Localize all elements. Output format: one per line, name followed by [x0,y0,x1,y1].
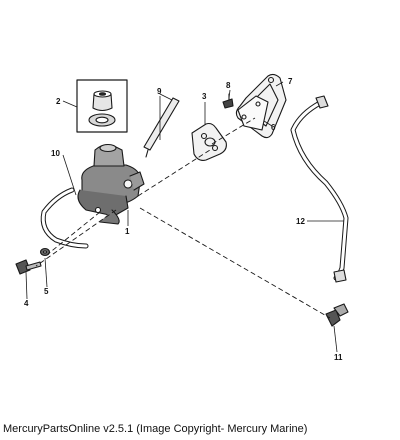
part-8-screw [222,93,234,109]
callout-12: 12 [296,217,305,226]
callout-3: 3 [202,92,207,101]
callout-6: 6 [271,123,276,132]
part-2-detail-box [76,79,128,133]
part-1-fuel-pump [77,143,145,225]
callout-8: 8 [226,81,231,90]
callout-10: 10 [51,149,60,158]
part-6-gasket [237,95,269,131]
part-4-bolt [15,259,42,275]
callout-5: 5 [44,287,49,296]
part-3-gasket [191,122,227,161]
callout-1: 1 [125,227,130,236]
callout-2: 2 [56,97,61,106]
part-12-fuel-line [290,95,349,283]
assembly-lines [35,117,331,319]
part-5-washer [39,247,51,257]
callout-11: 11 [334,353,343,362]
callout-4: 4 [24,299,29,308]
copyright-footer: MercuryPartsOnline v2.5.1 (Image Copyrig… [3,423,308,435]
callout-9: 9 [157,87,162,96]
leader-lines [25,81,344,353]
part-9-rod [143,93,180,158]
callout-7: 7 [288,77,293,86]
part-10-hose [40,187,89,249]
part-11-fitting [325,303,349,327]
